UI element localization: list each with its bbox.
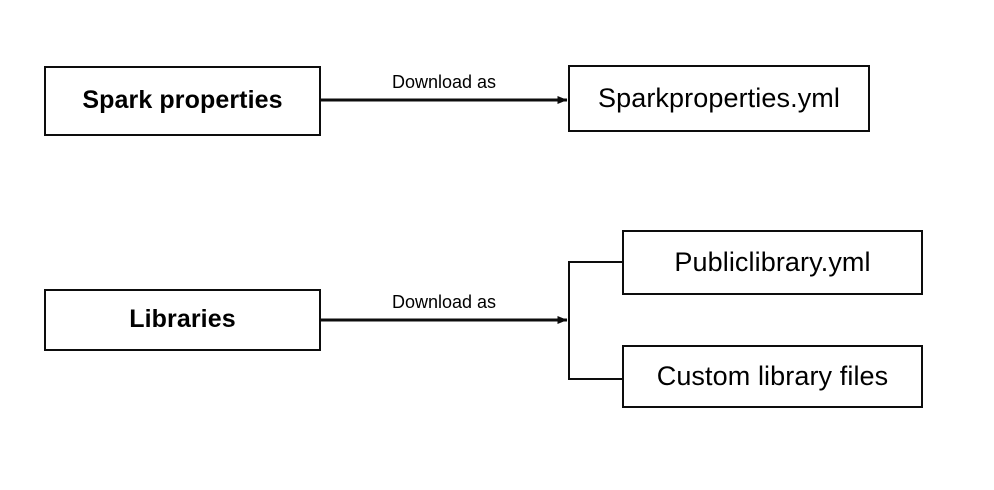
- node-libraries-label: Libraries: [129, 305, 236, 334]
- edge-label-libraries: Download as: [391, 292, 497, 312]
- node-spark-properties-label: Spark properties: [82, 86, 283, 115]
- node-sparkproperties-yml-label: Sparkproperties.yml: [598, 82, 840, 113]
- node-sparkproperties-yml[interactable]: Sparkproperties.yml: [568, 65, 870, 132]
- node-publiclibrary-yml[interactable]: Publiclibrary.yml: [622, 230, 923, 295]
- node-custom-library-files[interactable]: Custom library files: [622, 345, 923, 408]
- node-spark-properties[interactable]: Spark properties: [44, 66, 321, 136]
- node-custom-library-files-label: Custom library files: [656, 360, 889, 391]
- node-publiclibrary-yml-label: Publiclibrary.yml: [674, 246, 871, 277]
- edge-label-spark-properties: Download as: [391, 72, 497, 92]
- node-libraries[interactable]: Libraries: [44, 289, 321, 351]
